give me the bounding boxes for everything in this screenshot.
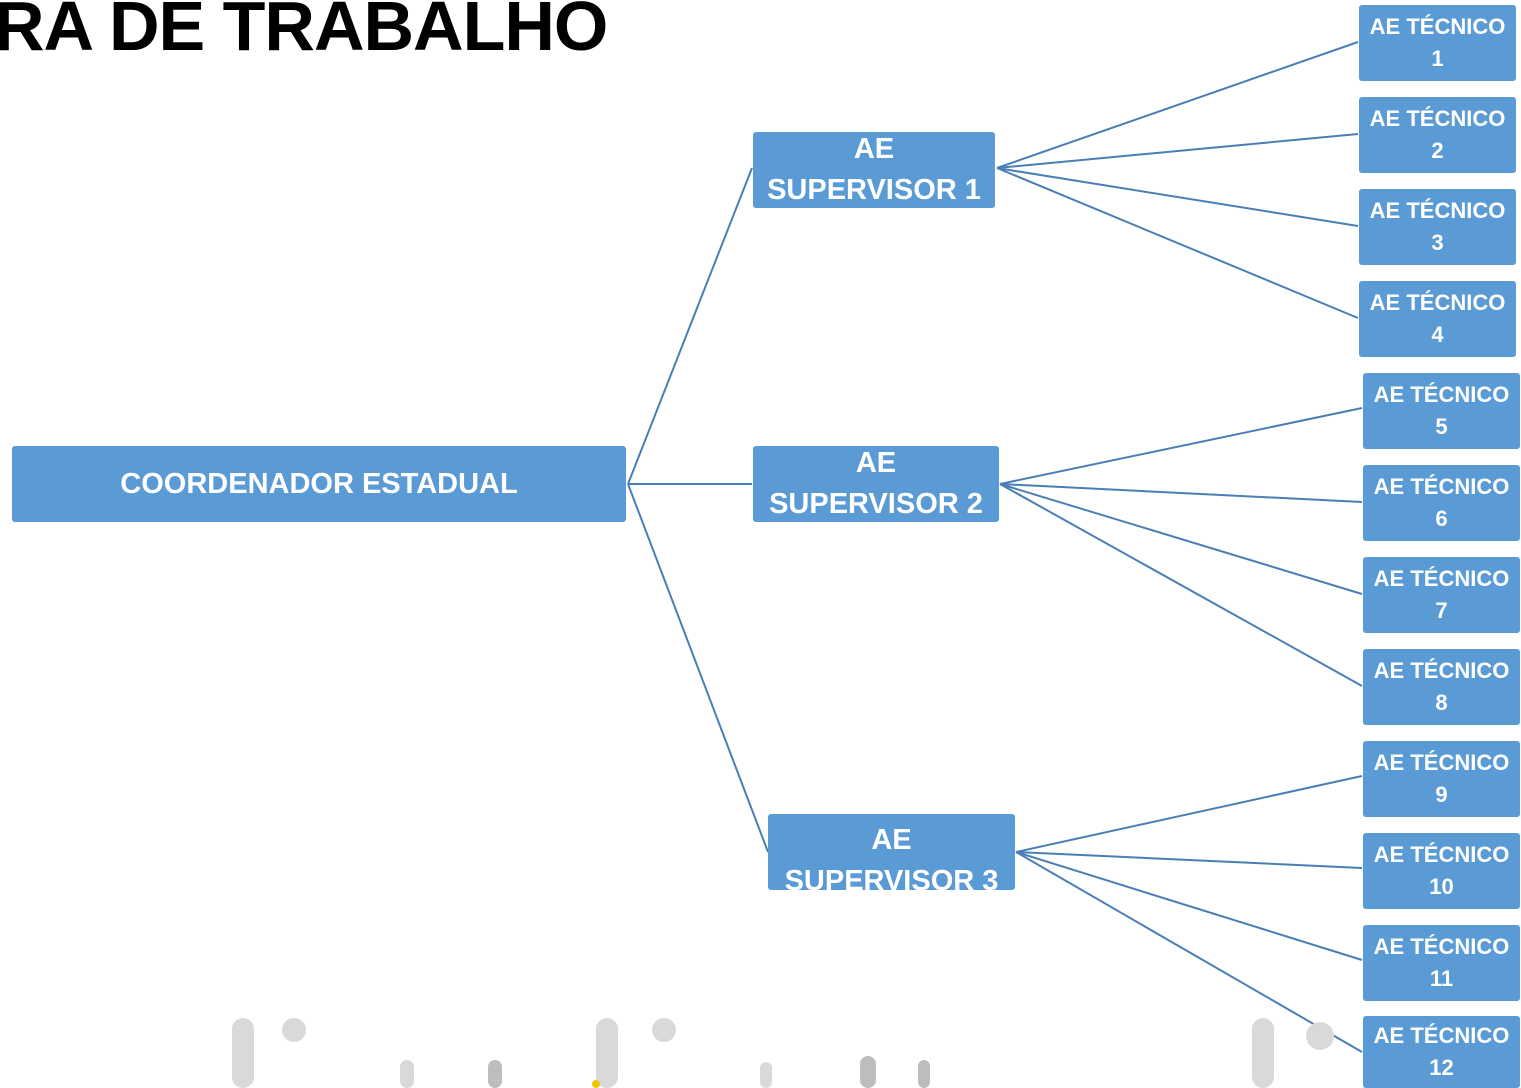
node-tecnico-5: AE TÉCNICO 5 — [1363, 373, 1520, 449]
deco-dot-yellow — [592, 1080, 600, 1088]
node-tecnico-3: AE TÉCNICO 3 — [1359, 189, 1516, 265]
node-tecnico-1: AE TÉCNICO 1 — [1359, 5, 1516, 81]
connector-root-sup1 — [627, 167, 753, 485]
node-label-line1: AE — [871, 824, 912, 856]
node-label-line2: 5 — [1435, 414, 1448, 439]
connector-sup1-tech3 — [996, 167, 1359, 227]
node-label-line1: AE TÉCNICO — [1369, 290, 1506, 316]
node-label-line1: AE TÉCNICO — [1373, 566, 1510, 592]
deco-bar — [1252, 1018, 1274, 1088]
node-label-line1: AE TÉCNICO — [1373, 1023, 1510, 1049]
node-label-line2: 6 — [1435, 506, 1448, 531]
node-tecnico-7: AE TÉCNICO 7 — [1363, 557, 1520, 633]
connector-sup2-tech8 — [999, 483, 1363, 687]
node-label-line1: AE TÉCNICO — [1373, 750, 1510, 776]
node-label-line2: 4 — [1431, 322, 1444, 347]
node-tecnico-10: AE TÉCNICO 10 — [1363, 833, 1520, 909]
node-supervisor-1: AE SUPERVISOR 1 — [753, 132, 995, 208]
deco-dot — [652, 1018, 676, 1042]
node-coordenador-estadual: COORDENADOR ESTADUAL — [12, 446, 626, 522]
connector-sup2-tech5 — [999, 407, 1363, 485]
deco-bar — [400, 1060, 414, 1088]
node-supervisor-3: AE SUPERVISOR 3 — [768, 814, 1015, 890]
deco-bar — [232, 1018, 254, 1088]
deco-dot — [1306, 1022, 1334, 1050]
node-label-line1: AE TÉCNICO — [1373, 934, 1510, 960]
node-label-line1: AE TÉCNICO — [1369, 14, 1506, 40]
deco-bar — [488, 1060, 502, 1088]
node-tecnico-6: AE TÉCNICO 6 — [1363, 465, 1520, 541]
connector-sup1-tech1 — [996, 41, 1359, 169]
connector-sup2-tech6 — [999, 483, 1363, 503]
node-tecnico-8: AE TÉCNICO 8 — [1363, 649, 1520, 725]
node-tecnico-9: AE TÉCNICO 9 — [1363, 741, 1520, 817]
node-label-line2: 9 — [1435, 782, 1448, 807]
node-label-line2: 10 — [1429, 874, 1454, 899]
node-tecnico-4: AE TÉCNICO 4 — [1359, 281, 1516, 357]
node-tecnico-2: AE TÉCNICO 2 — [1359, 97, 1516, 173]
connector-sup1-tech2 — [996, 133, 1359, 169]
node-label-line1: AE — [853, 133, 895, 166]
node-label-line1: AE TÉCNICO — [1373, 842, 1510, 868]
node-label-line1: AE TÉCNICO — [1369, 198, 1506, 224]
connector-sup3-tech10 — [1015, 851, 1363, 869]
node-label-line1: AE TÉCNICO — [1369, 106, 1506, 132]
node-label-line2: 1 — [1431, 46, 1444, 71]
node-tecnico-11: AE TÉCNICO 11 — [1363, 925, 1520, 1001]
node-label-line1: AE TÉCNICO — [1373, 382, 1510, 408]
connector-root-sup3 — [627, 483, 769, 853]
node-label-line1: AE — [855, 447, 897, 480]
connector-sup1-tech4 — [996, 167, 1359, 319]
node-label-line2: 3 — [1431, 230, 1444, 255]
node-label-line2: 7 — [1435, 598, 1448, 623]
deco-dot — [282, 1018, 306, 1042]
deco-bar — [596, 1018, 618, 1088]
deco-bar — [860, 1056, 876, 1088]
node-label: COORDENADOR ESTADUAL — [120, 467, 518, 500]
connector-sup3-tech9 — [1015, 775, 1363, 853]
node-tecnico-12: AE TÉCNICO 12 — [1363, 1016, 1520, 1088]
node-label-line2: SUPERVISOR 1 — [767, 174, 981, 206]
node-label-line2: 2 — [1431, 138, 1444, 163]
deco-bar — [918, 1060, 930, 1088]
node-label-line2: 11 — [1429, 966, 1454, 991]
node-supervisor-2: AE SUPERVISOR 2 — [753, 446, 999, 522]
node-label-line2: 8 — [1435, 690, 1448, 715]
node-label-line2: SUPERVISOR 2 — [769, 488, 983, 520]
connector-sup2-tech7 — [999, 483, 1363, 595]
page-title: RA DE TRABALHO — [0, 0, 608, 65]
deco-bar — [760, 1062, 772, 1088]
node-label-line2: SUPERVISOR 3 — [784, 864, 999, 890]
node-label-line1: AE TÉCNICO — [1373, 658, 1510, 684]
node-label-line1: AE TÉCNICO — [1373, 474, 1510, 500]
connector-sup3-tech11 — [1015, 851, 1363, 961]
connector-sup3-tech12 — [1015, 851, 1363, 1053]
node-label-line2: 12 — [1429, 1055, 1454, 1080]
